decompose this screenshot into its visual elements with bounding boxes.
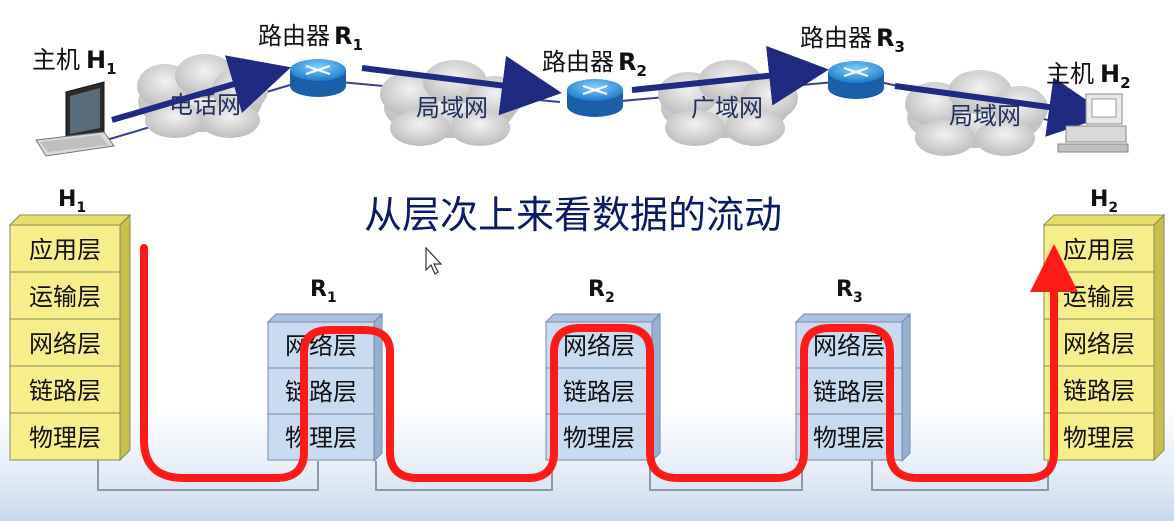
svg-text:网络层: 网络层 <box>813 332 885 360</box>
stack-h2-label: H2 <box>1090 187 1118 216</box>
layer-link: 链路层 <box>9 365 121 414</box>
svg-text:运输层: 运输层 <box>1063 283 1135 311</box>
layer-application: 应用层 <box>9 224 121 273</box>
layer-network: 网络层 <box>1043 318 1155 367</box>
svg-text:链路层: 链路层 <box>29 377 101 405</box>
layer-link: 链路层 <box>795 367 903 415</box>
svg-text:链路层: 链路层 <box>563 378 635 406</box>
layer-network: 网络层 <box>9 318 121 367</box>
layer-link: 链路层 <box>545 367 653 415</box>
svg-text:网络层: 网络层 <box>29 330 101 358</box>
svg-text:链路层: 链路层 <box>285 378 357 406</box>
data-flow-path <box>140 244 1078 482</box>
svg-text:物理层: 物理层 <box>813 424 885 452</box>
layer-physical: 物理层 <box>795 413 903 461</box>
svg-text:物理层: 物理层 <box>285 424 357 452</box>
layer-transport: 运输层 <box>9 271 121 320</box>
svg-text:物理层: 物理层 <box>29 424 101 452</box>
stack-r1-label: R1 <box>310 277 337 306</box>
stack-h1-label: H1 <box>58 187 86 216</box>
svg-text:物理层: 物理层 <box>563 424 635 452</box>
layer-physical: 物理层 <box>267 413 375 461</box>
cursor-icon <box>425 246 443 275</box>
cloud-label: 广域网 <box>691 94 763 122</box>
desktop-icon <box>1057 93 1129 153</box>
svg-text:应用层: 应用层 <box>1063 236 1135 264</box>
stack-h2: 应用层 运输层 网络层 链路层 物理层 <box>1042 213 1166 462</box>
layer-network: 网络层 <box>545 321 653 369</box>
cloud-label: 局域网 <box>949 102 1021 130</box>
layer-application: 应用层 <box>1043 224 1155 273</box>
svg-text:物理层: 物理层 <box>1063 424 1135 452</box>
laptop-icon <box>35 81 115 157</box>
stack-h1: 应用层 运输层 网络层 链路层 物理层 <box>8 213 132 462</box>
svg-text:应用层: 应用层 <box>29 236 101 264</box>
cloud-label: 局域网 <box>416 94 488 122</box>
svg-text:网络层: 网络层 <box>285 332 357 360</box>
layer-transport: 运输层 <box>1043 271 1155 320</box>
router-r2-icon <box>567 79 623 117</box>
svg-text:运输层: 运输层 <box>29 283 101 311</box>
diagram-title: 从层次上来看数据的流动 <box>364 193 782 237</box>
router-r3-icon <box>828 61 884 99</box>
layer-physical: 物理层 <box>545 413 653 461</box>
physical-links <box>97 460 1049 491</box>
layer-link: 链路层 <box>267 367 375 415</box>
stack-r1: 网络层 链路层 物理层 <box>266 312 384 463</box>
layer-link: 链路层 <box>1043 365 1155 414</box>
stack-r2-label: R2 <box>588 277 615 306</box>
router-r1-icon <box>290 59 346 97</box>
svg-text:网络层: 网络层 <box>1063 330 1135 358</box>
layer-physical: 物理层 <box>9 412 121 461</box>
top-arrows <box>111 45 1109 137</box>
svg-text:链路层: 链路层 <box>813 378 885 406</box>
stack-r3-label: R3 <box>836 277 863 306</box>
svg-text:链路层: 链路层 <box>1063 377 1135 405</box>
cloud-lan-2: 局域网 <box>905 70 1048 156</box>
svg-text:网络层: 网络层 <box>563 332 635 360</box>
layer-physical: 物理层 <box>1043 412 1155 461</box>
